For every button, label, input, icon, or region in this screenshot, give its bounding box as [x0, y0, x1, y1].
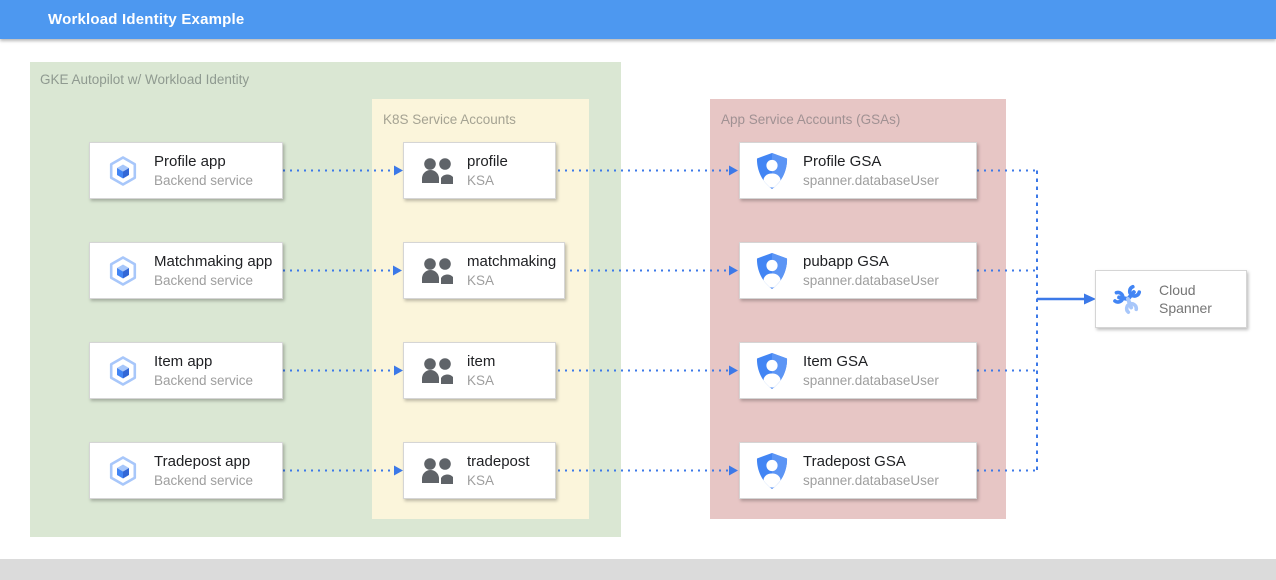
node-title: Item app: [154, 352, 213, 370]
ksa-node: item KSA: [403, 342, 556, 399]
node-subtitle: Backend service: [154, 272, 254, 288]
page-title: Workload Identity Example: [48, 11, 245, 28]
ksa-group-label: K8S Service Accounts: [383, 112, 516, 127]
node-subtitle: spanner.databaseUser: [803, 472, 939, 488]
node-subtitle: KSA: [467, 472, 495, 488]
gke-hexagon-icon: [109, 455, 137, 486]
node-title: Profile app: [154, 152, 226, 170]
shield-user-icon: [756, 152, 788, 189]
cloud-spanner-wrench-icon: [1113, 284, 1142, 314]
node-title: Tradepost GSA: [803, 452, 906, 470]
shield-user-icon: [756, 452, 788, 489]
node-title: matchmaking: [467, 252, 557, 270]
gke-hexagon-icon: [109, 355, 137, 386]
gke-hexagon-icon: [109, 155, 137, 186]
node-title: profile: [467, 152, 508, 170]
node-title: Profile GSA: [803, 152, 882, 170]
app-node: Tradepost app Backend service: [89, 442, 283, 499]
bottom-gray-bar: [0, 559, 1276, 580]
node-title: Matchmaking app: [154, 252, 273, 270]
node-subtitle: spanner.databaseUser: [803, 172, 939, 188]
node-title: item: [467, 352, 496, 370]
title-bar: Workload Identity Example: [0, 0, 1276, 39]
node-subtitle: KSA: [467, 172, 495, 188]
users-icon: [420, 357, 453, 385]
node-title: Cloud Spanner: [1159, 282, 1212, 316]
gsa-node: pubapp GSA spanner.databaseUser: [739, 242, 977, 299]
app-node: Profile app Backend service: [89, 142, 283, 199]
gsa-node: Tradepost GSA spanner.databaseUser: [739, 442, 977, 499]
shield-user-icon: [756, 252, 788, 289]
node-subtitle: KSA: [467, 272, 495, 288]
app-node: Item app Backend service: [89, 342, 283, 399]
node-subtitle: KSA: [467, 372, 495, 388]
node-subtitle: spanner.databaseUser: [803, 272, 939, 288]
gke-group-label: GKE Autopilot w/ Workload Identity: [40, 72, 250, 87]
users-icon: [420, 457, 453, 485]
node-title: Tradepost app: [154, 452, 251, 470]
node-title: pubapp GSA: [803, 252, 889, 270]
gke-hexagon-icon: [109, 255, 137, 286]
node-subtitle: Backend service: [154, 472, 254, 488]
shield-user-icon: [756, 352, 788, 389]
ksa-node: tradepost KSA: [403, 442, 556, 499]
cloud-spanner-node: Cloud Spanner: [1095, 270, 1247, 328]
node-title: tradepost: [467, 452, 530, 470]
node-subtitle: spanner.databaseUser: [803, 372, 939, 388]
ksa-node: matchmaking KSA: [403, 242, 566, 299]
users-icon: [420, 257, 453, 285]
gsa-group-label: App Service Accounts (GSAs): [721, 112, 901, 127]
ksa-node: profile KSA: [403, 142, 556, 199]
app-node: Matchmaking app Backend service: [89, 242, 283, 299]
gsa-node: Item GSA spanner.databaseUser: [739, 342, 977, 399]
node-subtitle: Backend service: [154, 372, 254, 388]
node-title: Item GSA: [803, 352, 869, 370]
node-subtitle: Backend service: [154, 172, 254, 188]
users-icon: [420, 157, 453, 185]
gsa-node: Profile GSA spanner.databaseUser: [739, 142, 977, 199]
